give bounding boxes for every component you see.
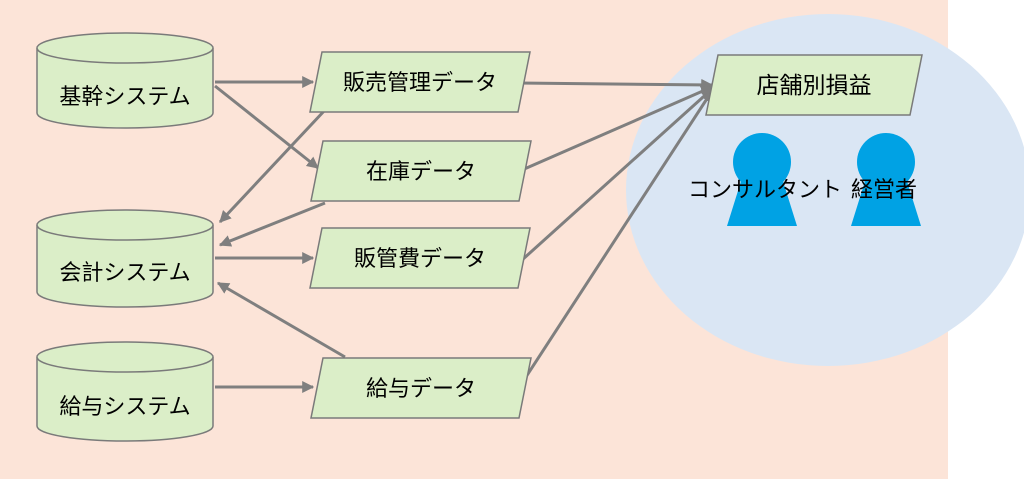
data-box-zaiko xyxy=(310,140,532,202)
arrow-hankanhi-to-soneki xyxy=(520,87,714,262)
system-label-kyuyo: 給与システム xyxy=(59,395,190,420)
arrow-hanbai-to-soneki xyxy=(517,78,714,91)
data-label-hanbai-kanri: 販売管理データ xyxy=(343,71,497,96)
arrow-zaiko-to-kaikei xyxy=(218,201,326,247)
data-box-kyuyo xyxy=(310,357,532,419)
data-label-kyuyo: 給与データ xyxy=(366,377,476,402)
arrow-zaiko-to-soneki xyxy=(521,85,714,172)
output-label-tenpo-soneki: 店舗別損益 xyxy=(757,73,872,99)
data-box-hanbai-kanri xyxy=(309,51,531,113)
arrow-kikan-to-zaiko xyxy=(214,84,319,170)
user-label-consultant: コンサルタント xyxy=(688,178,842,203)
database-cylinder-icon xyxy=(36,32,214,129)
output-box-tenpo-soneki xyxy=(705,54,923,116)
flow-arrows xyxy=(214,76,714,393)
user-label-keieisha: 経営者 xyxy=(851,178,917,203)
arrow-hanbai-to-kaikei xyxy=(218,108,327,224)
data-box-hankanhi xyxy=(309,227,531,289)
system-label-kaikei: 会計システム xyxy=(59,261,190,286)
database-cylinder-icon xyxy=(36,341,214,442)
person-icon xyxy=(727,133,797,226)
person-icon xyxy=(851,133,921,226)
data-label-zaiko: 在庫データ xyxy=(366,160,476,185)
data-label-hankanhi: 販管費データ xyxy=(354,247,486,272)
arrow-kyuyo-to-soneki xyxy=(520,89,714,384)
system-label-kikan: 基幹システム xyxy=(59,85,190,110)
arrow-kyuyo-data-to-kaikei xyxy=(216,281,346,359)
database-cylinder-icon xyxy=(36,209,214,308)
